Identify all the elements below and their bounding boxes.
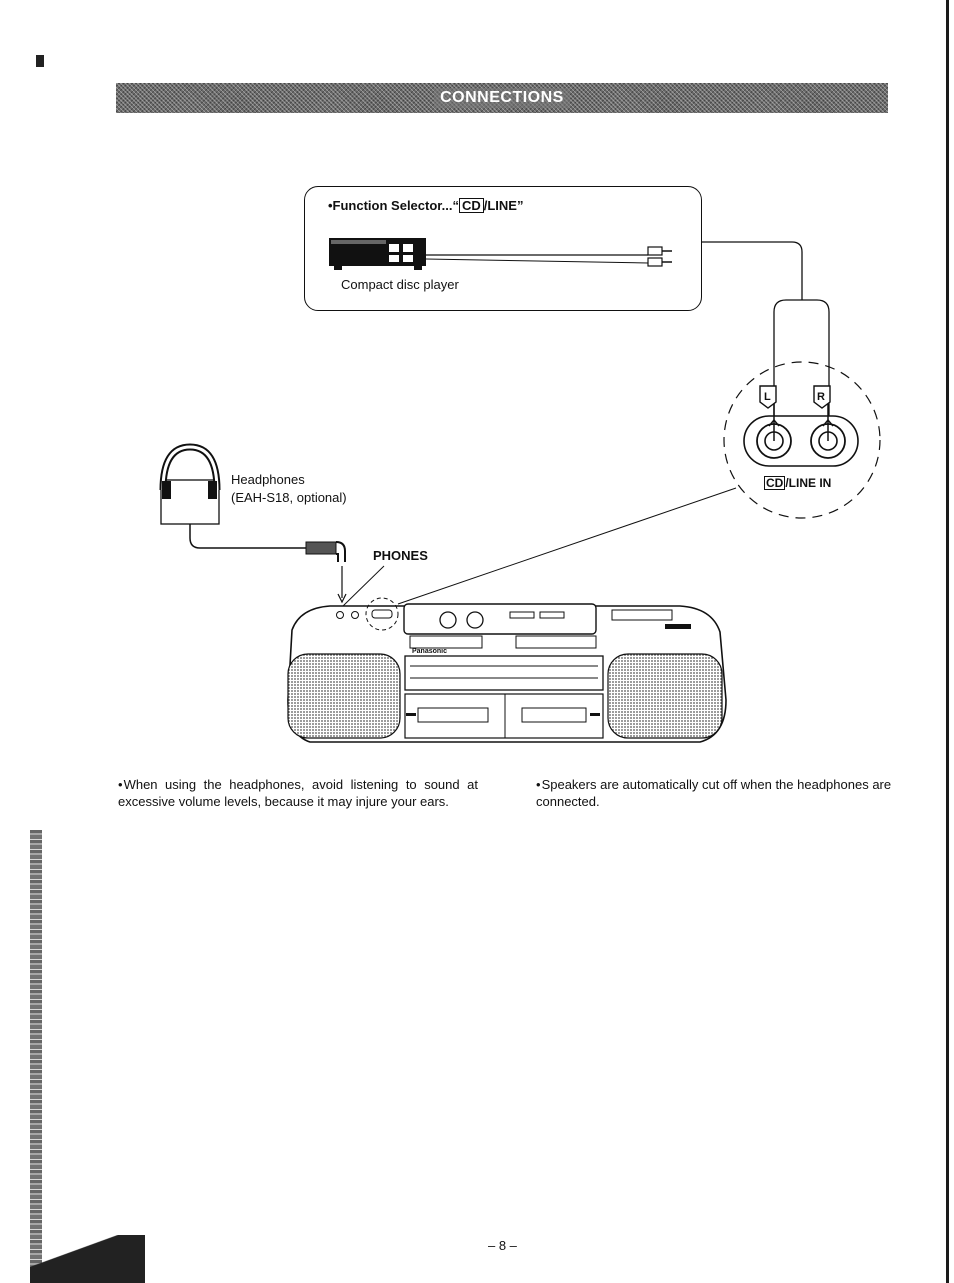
function-selector-prefix: •Function Selector...“: [328, 198, 459, 213]
stereo-unit: Panasonic: [287, 597, 727, 743]
cd-player-caption: Compact disc player: [341, 277, 459, 292]
note-headphone-volume-text: When using the headphones, avoid listeni…: [118, 777, 478, 809]
right-channel-label: R: [817, 391, 825, 403]
jack-zoom-circle: [723, 361, 881, 519]
cd-player-callout: [304, 186, 702, 311]
section-title: CONNECTIONS: [434, 88, 570, 108]
stereo-brand-logo: Panasonic: [412, 648, 447, 655]
cd-player-icon: [329, 238, 426, 270]
function-selector-instruction: •Function Selector...“CD/LINE”: [328, 198, 523, 213]
scan-shadow: [30, 830, 42, 1270]
left-channel-tag: L: [759, 385, 777, 409]
page-number: – 8 –: [488, 1238, 517, 1253]
note-speaker-cutoff-text: Speakers are automatically cut off when …: [536, 777, 892, 809]
left-channel-label: L: [764, 391, 771, 403]
headphones-name: Headphones: [231, 472, 305, 487]
line-in-suffix: /LINE IN: [785, 476, 832, 490]
page-edge: [946, 0, 949, 1283]
scan-speck: [36, 55, 44, 67]
leader-line-phones: [342, 565, 385, 607]
function-selector-suffix: /LINE”: [483, 198, 524, 213]
bullet-icon: •: [536, 777, 541, 792]
rca-cable: [425, 246, 672, 267]
headphone-plug: [189, 524, 347, 604]
section-banner: CONNECTIONS: [116, 83, 888, 113]
line-in-cd-mark: CD: [764, 476, 786, 490]
headphones-label: Headphones (EAH-S18, optional): [231, 471, 347, 507]
right-channel-tag: R: [813, 385, 831, 409]
scan-corner-shadow: [30, 1235, 145, 1283]
note-speaker-cutoff: •Speakers are automatically cut off when…: [536, 776, 896, 810]
leader-line-line-in: [397, 487, 737, 605]
headphones-icon: [159, 443, 221, 525]
function-selector-cd-mark: CD: [458, 198, 484, 213]
headphones-model: (EAH-S18, optional): [231, 490, 347, 505]
note-headphone-volume: •When using the headphones, avoid listen…: [118, 776, 478, 810]
phones-jack-label: PHONES: [373, 548, 428, 563]
bullet-icon: •: [118, 777, 123, 792]
line-in-label: CD/LINE IN: [764, 476, 831, 490]
line-in-jack-panel: [743, 395, 859, 467]
line-in-cable: [702, 241, 830, 450]
